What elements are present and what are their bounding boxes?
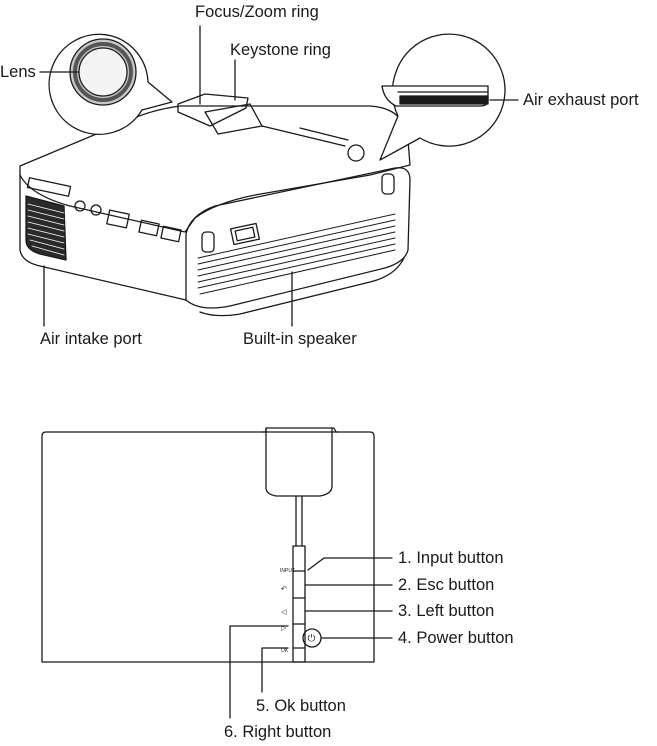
- left-mark: ◁: [281, 609, 287, 616]
- input-mark: INPUT: [280, 568, 295, 574]
- intake-grille: [25, 195, 67, 261]
- speaker-grille: [197, 213, 396, 295]
- callout-air-exhaust: Air exhaust port: [523, 91, 639, 109]
- panel-leaders: [229, 557, 393, 719]
- esc-mark: ↶: [281, 586, 287, 593]
- right-mark: ▷: [281, 625, 287, 632]
- projector-body: [19, 93, 411, 317]
- button-marks: INPUT ↶ ◁ ▷ OK ⏻: [280, 568, 316, 654]
- lens-magnifier: [48, 33, 173, 135]
- ok-mark: OK: [281, 648, 289, 654]
- panel-outline: [41, 427, 375, 663]
- callout-input-button: 1. Input button: [398, 549, 504, 567]
- callout-air-intake: Air intake port: [40, 330, 142, 348]
- power-icon: ⏻: [308, 634, 316, 645]
- callout-right-button: 6. Right button: [224, 723, 332, 741]
- callout-left-button: 3. Left button: [398, 602, 495, 620]
- callout-esc-button: 2. Esc button: [398, 576, 495, 594]
- callout-speaker: Built-in speaker: [243, 330, 357, 348]
- callout-power-button: 4. Power button: [398, 629, 514, 647]
- callout-focus-zoom: Focus/Zoom ring: [195, 3, 319, 21]
- exhaust-magnifier: [379, 33, 506, 161]
- callout-lens: Lens: [0, 63, 36, 81]
- top-leaders: [39, 25, 519, 327]
- callout-ok-button: 5. Ok button: [256, 697, 346, 715]
- callout-keystone: Keystone ring: [230, 41, 331, 59]
